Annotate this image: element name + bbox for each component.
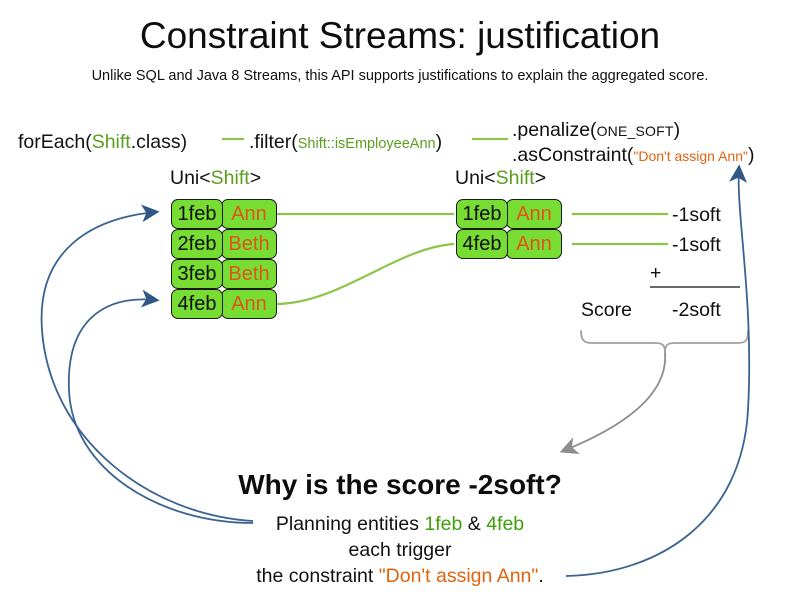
filter-arg-token: Shift::isEmployeeAnn bbox=[297, 136, 436, 152]
fact-date-cell: 2feb bbox=[171, 229, 223, 259]
score-plus-operator: + bbox=[650, 262, 662, 284]
explanation-line3-prefix: the constraint bbox=[256, 565, 379, 587]
page-subtitle: Unlike SQL and Java 8 Streams, this API … bbox=[91, 68, 709, 84]
explanation-conjunction: & bbox=[462, 513, 487, 535]
fact-date-cell: 1feb bbox=[171, 199, 223, 229]
page-title: Constraint Streams: justification bbox=[139, 15, 661, 56]
asconstraint-arg-token: "Don't assign Ann" bbox=[633, 148, 748, 164]
penalize-arg-token: ONE_SOFT bbox=[596, 123, 674, 139]
fact-employee-cell: Ann bbox=[506, 229, 562, 259]
fact-employee-cell: Ann bbox=[221, 289, 277, 319]
uni-left-prefix: Uni< bbox=[170, 167, 211, 189]
uni-left-suffix: > bbox=[249, 167, 262, 189]
code-penalize-call: .penalize(ONE_SOFT) bbox=[512, 118, 680, 143]
foreach-type-token: Shift bbox=[91, 131, 131, 153]
uni-right-suffix: > bbox=[534, 167, 547, 189]
explanation-entity-a: 1feb bbox=[424, 513, 463, 535]
code-filter-call: .filter(Shift::isEmployeeAnn) bbox=[249, 130, 442, 156]
foreach-tail-text: .class) bbox=[130, 131, 188, 153]
score-brace bbox=[580, 330, 749, 354]
explanation-line-1: Planning entities 1feb & 4feb bbox=[0, 511, 800, 537]
fact-date-cell: 4feb bbox=[456, 229, 508, 259]
penalize-call-text: .penalize( bbox=[512, 119, 597, 141]
asconstraint-call-text: .asConstraint( bbox=[512, 144, 634, 166]
penalize-tail-text: ) bbox=[673, 119, 681, 141]
filter-tail-text: ) bbox=[435, 131, 443, 153]
table-row[interactable]: 1feb Ann bbox=[456, 199, 562, 229]
score-impact-value-2: -1soft bbox=[672, 234, 721, 256]
explanation-entity-b: 4feb bbox=[486, 513, 525, 535]
table-row[interactable]: 1feb Ann bbox=[171, 199, 277, 229]
explanation-heading: Why is the score -2soft? bbox=[238, 469, 562, 500]
match-connector-4feb bbox=[274, 242, 455, 306]
foreach-call-text: forEach( bbox=[18, 131, 92, 153]
table-row[interactable]: 3feb Beth bbox=[171, 259, 277, 289]
uni-right-type: Shift bbox=[495, 167, 535, 189]
score-label: Score bbox=[581, 299, 632, 321]
filter-call-text: .filter( bbox=[249, 131, 298, 153]
score-explanation-arrow bbox=[559, 352, 666, 454]
explanation-line-2: each trigger bbox=[348, 539, 452, 561]
fact-employee-cell: Ann bbox=[221, 199, 277, 229]
code-foreach-call: forEach(Shift.class) bbox=[18, 130, 187, 154]
table-row[interactable]: 2feb Beth bbox=[171, 229, 277, 259]
fact-employee-cell: Ann bbox=[506, 199, 562, 229]
explanation-line-3: the constraint "Don't assign Ann". bbox=[0, 563, 800, 589]
score-impact-value-1: -1soft bbox=[672, 204, 721, 226]
uni-right-prefix: Uni< bbox=[455, 167, 496, 189]
uni-left-type: Shift bbox=[210, 167, 250, 189]
explanation-constraint-name: "Don't assign Ann" bbox=[378, 565, 539, 587]
score-total-value: -2soft bbox=[672, 299, 721, 321]
fact-employee-cell: Beth bbox=[221, 259, 277, 289]
explanation-line1-prefix: Planning entities bbox=[275, 513, 425, 535]
stream-header-left: Uni<Shift> bbox=[170, 166, 261, 190]
table-row[interactable]: 4feb Ann bbox=[456, 229, 562, 259]
fact-date-cell: 1feb bbox=[456, 199, 508, 229]
explanation-line3-suffix: . bbox=[538, 565, 544, 587]
stream-header-right: Uni<Shift> bbox=[455, 166, 546, 190]
code-asconstraint-call: .asConstraint("Don't assign Ann") bbox=[512, 143, 754, 168]
asconstraint-tail-text: ) bbox=[747, 144, 755, 166]
table-row[interactable]: 4feb Ann bbox=[171, 289, 277, 319]
fact-date-cell: 4feb bbox=[171, 289, 223, 319]
fact-employee-cell: Beth bbox=[221, 229, 277, 259]
fact-date-cell: 3feb bbox=[171, 259, 223, 289]
